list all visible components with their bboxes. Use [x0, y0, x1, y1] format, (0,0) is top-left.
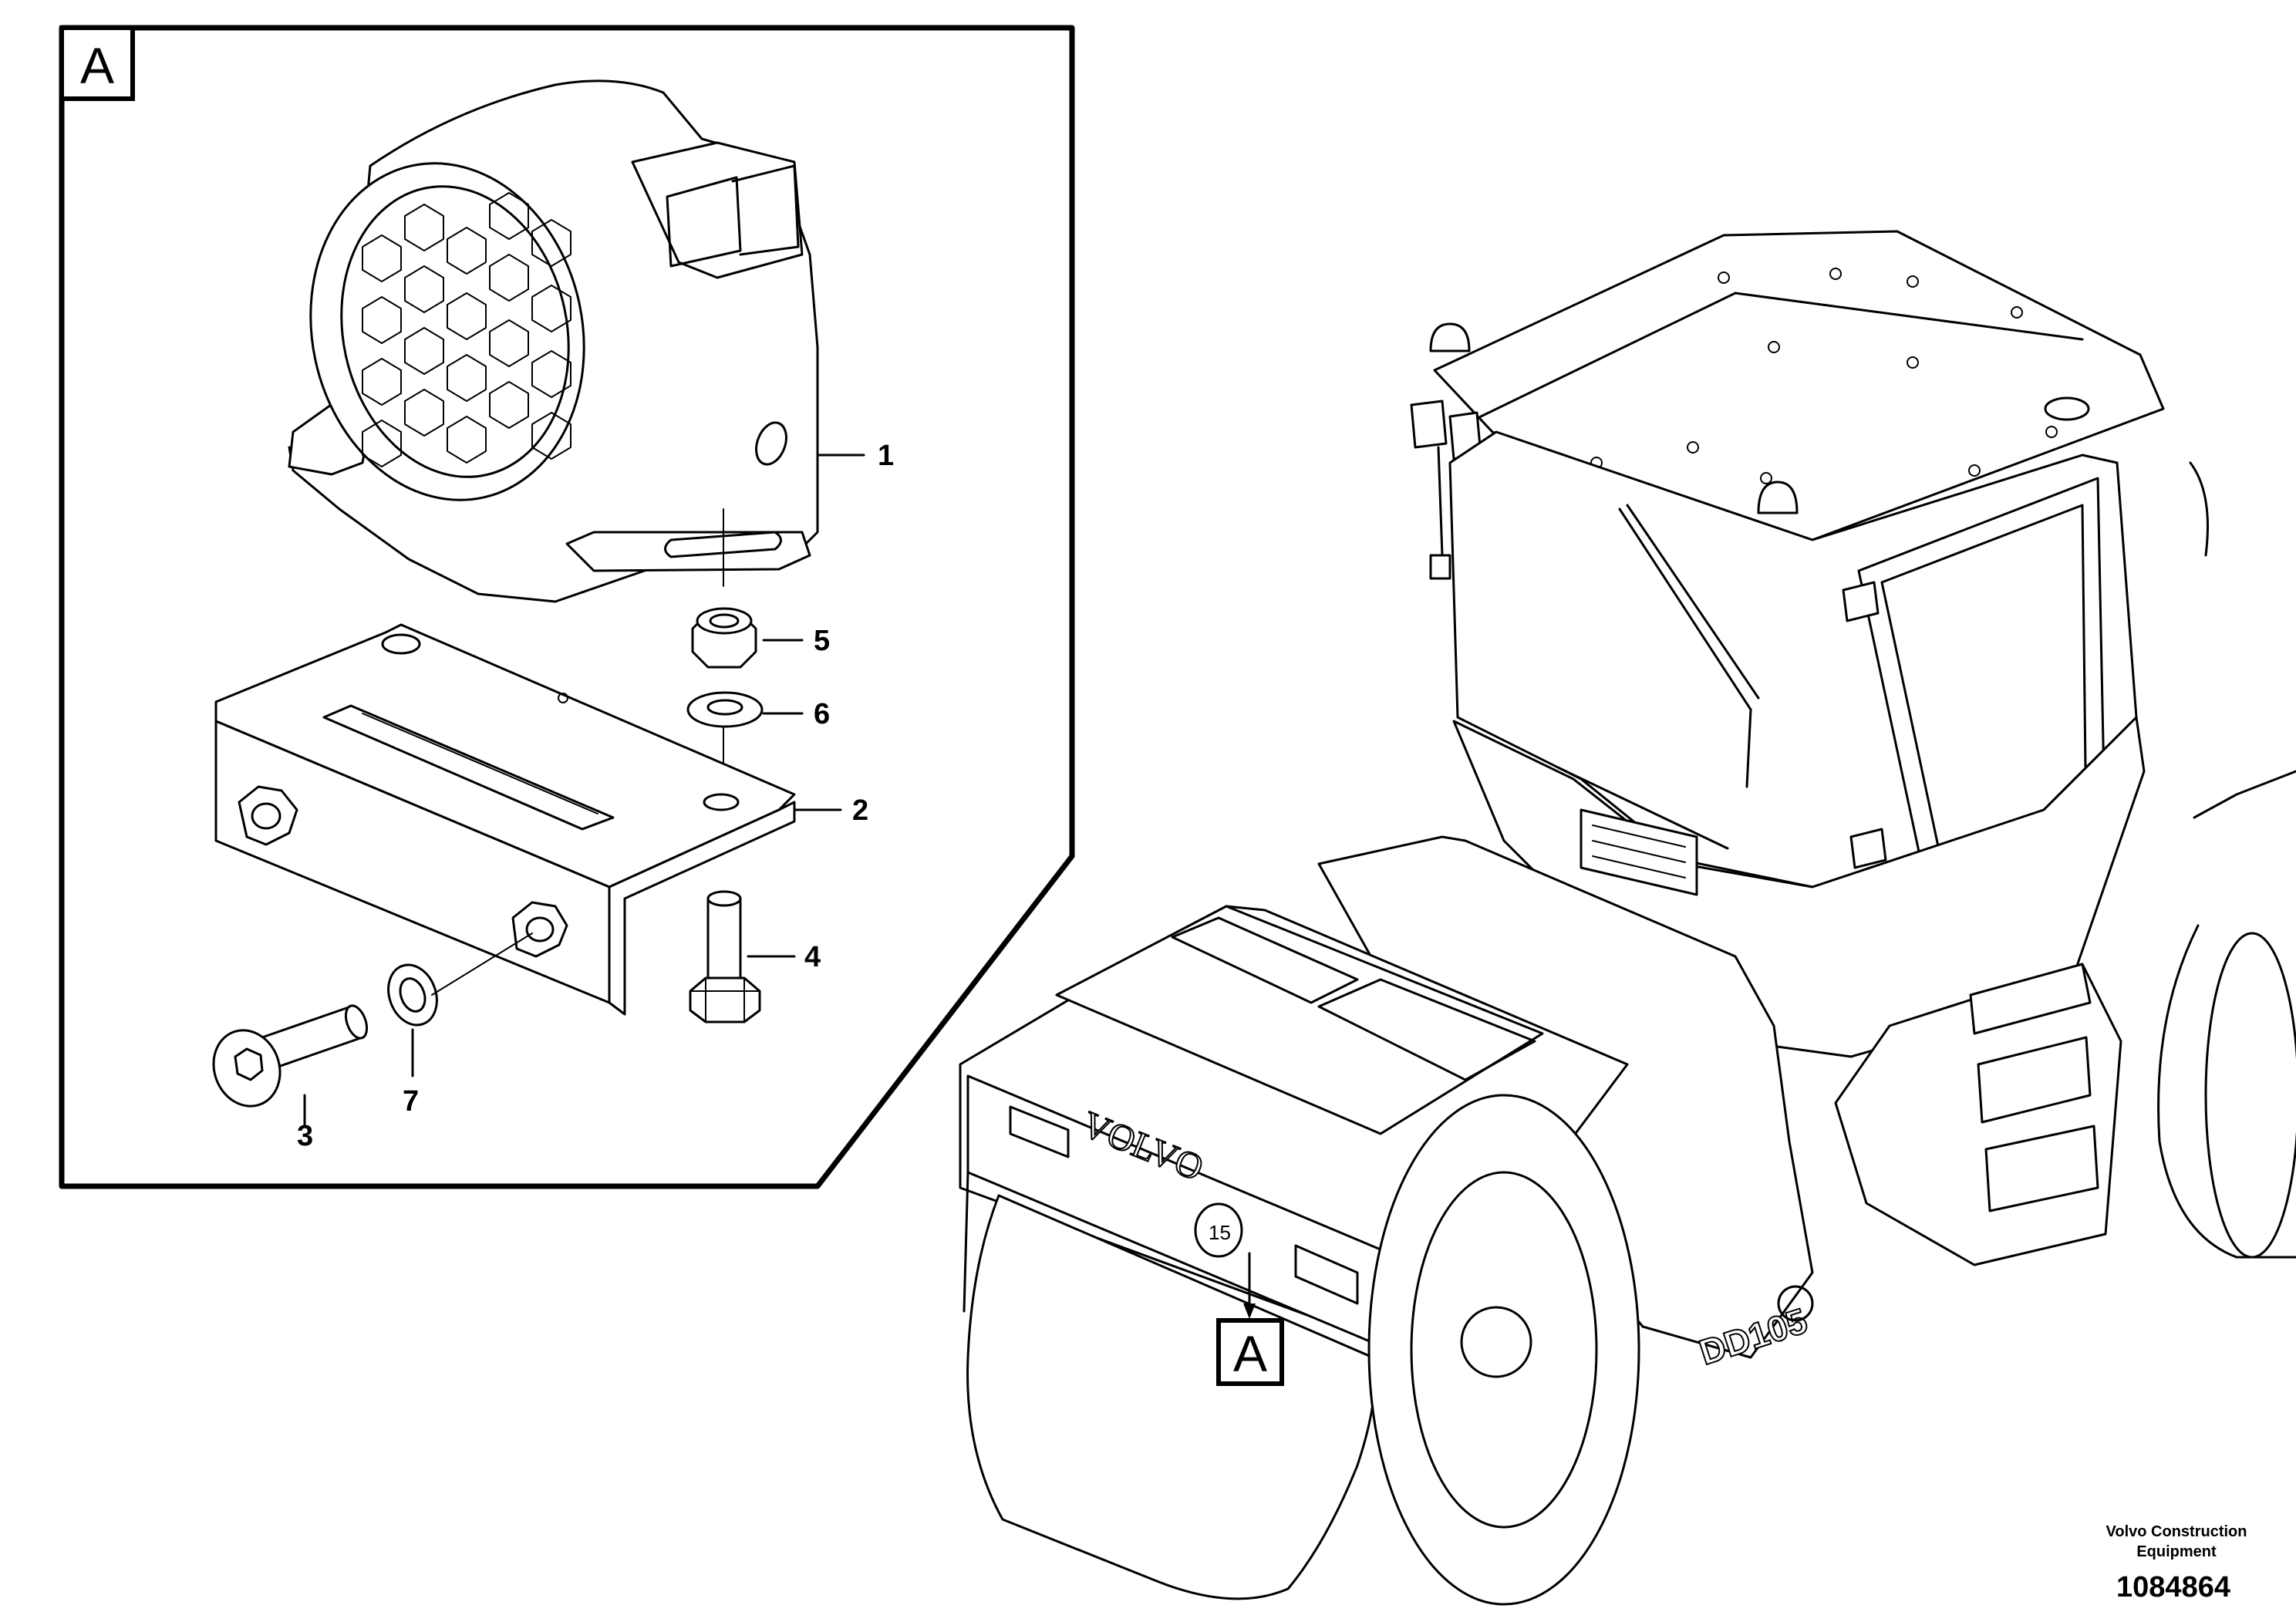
footer-company-line2: Equipment: [2136, 1543, 2217, 1560]
lock-nut-part: 5: [691, 607, 830, 669]
badge-number: 15: [1209, 1221, 1231, 1244]
socket-head-bolt-part: 3: [212, 1004, 369, 1152]
callout-5: 5: [814, 625, 830, 657]
callout-4: 4: [804, 941, 821, 973]
drawing-number: 1084864: [2116, 1571, 2230, 1603]
roller-machine-illustration: VOLVO 15 DD105: [959, 230, 2296, 1606]
callout-1: 1: [878, 440, 894, 472]
hex-bolt-part: 4: [689, 890, 821, 1023]
callout-3: 3: [297, 1120, 313, 1152]
detail-view-label: A: [80, 37, 114, 94]
washer-part-7: 7: [387, 932, 533, 1118]
mounting-bracket-part: 2: [214, 623, 868, 1016]
callout-6: 6: [814, 698, 830, 730]
callout-2: 2: [852, 794, 868, 827]
detail-view-frame: A: [59, 25, 1075, 1189]
footer-block: Volvo Construction Equipment 1084864: [2106, 1523, 2247, 1603]
location-marker-label: A: [1233, 1325, 1267, 1382]
washer-part-6: 6: [686, 691, 830, 730]
location-marker: A: [1216, 1252, 1284, 1386]
footer-company-line1: Volvo Construction: [2106, 1523, 2247, 1540]
callout-7: 7: [403, 1085, 419, 1118]
backup-alarm-part: 1: [288, 79, 894, 603]
